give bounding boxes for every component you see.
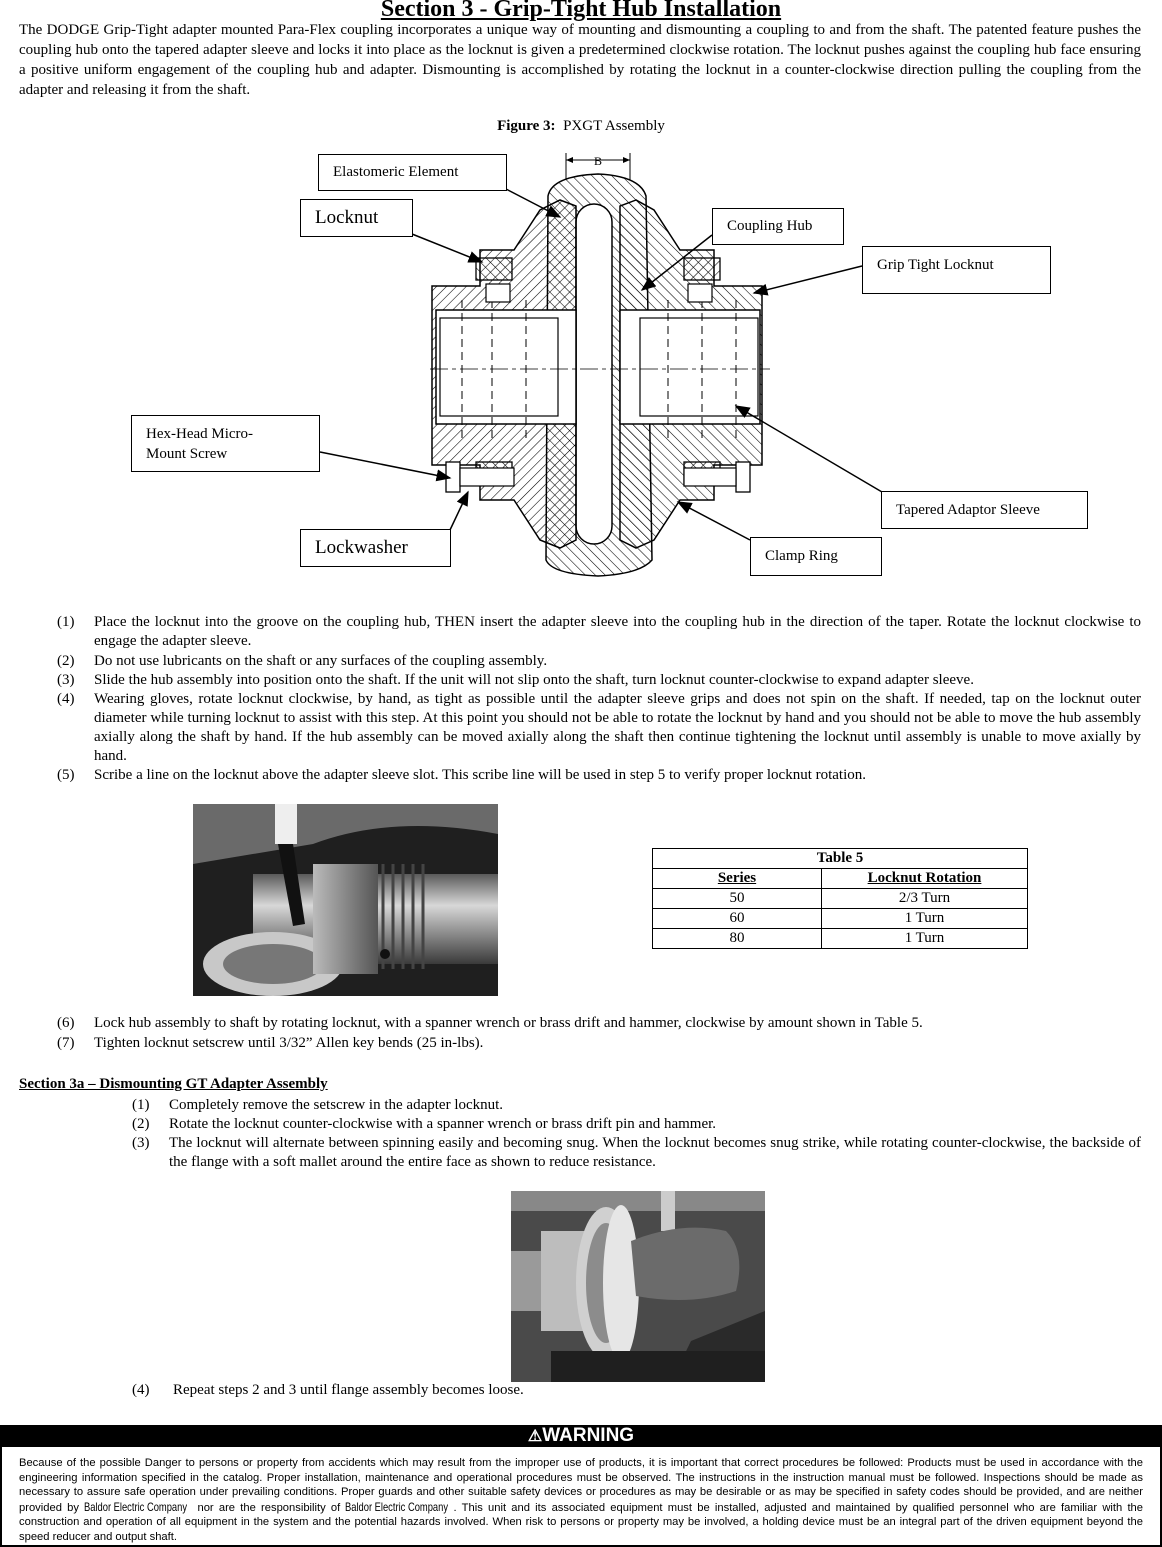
table-title: Table 5 bbox=[652, 848, 1028, 869]
intro-paragraph: The DODGE Grip-Tight adapter mounted Par… bbox=[19, 22, 1141, 98]
warning-text: Because of the possible Danger to person… bbox=[19, 1457, 1144, 1543]
dimension-b: B bbox=[565, 153, 631, 180]
step-7: (7) Tighten locknut setscrew until 3/32”… bbox=[57, 1035, 484, 1051]
step-5: (5) Scribe a line on the locknut above t… bbox=[57, 767, 867, 783]
dismount-step-3: (3) The locknut will alternate between s… bbox=[132, 1135, 1141, 1170]
callout-hex-head-line1: Hex-Head Micro- bbox=[146, 426, 254, 442]
dimension-b-label: B bbox=[594, 154, 602, 168]
warning-heading: WARNING bbox=[542, 1425, 635, 1446]
dismount-step-4: (4) Repeat steps 2 and 3 until flange as… bbox=[132, 1382, 524, 1398]
mallet-flange-photo bbox=[511, 1191, 765, 1382]
figure-caption: Figure 3: PXGT Assembly bbox=[0, 118, 1162, 135]
table-header-series: Series bbox=[652, 868, 822, 889]
warning-triangle-icon: ⚠ bbox=[527, 1428, 543, 1445]
table-cell: 1 Turn bbox=[821, 928, 1028, 949]
callout-grip-tight-locknut: Grip Tight Locknut bbox=[862, 246, 1051, 294]
callout-coupling-hub: Coupling Hub bbox=[712, 208, 844, 245]
pxgt-assembly-drawing: B bbox=[319, 153, 883, 577]
company-name: Baldor Electric Company bbox=[345, 1499, 449, 1514]
page-title: Section 3 - Grip-Tight Hub Installation bbox=[380, 0, 782, 22]
callout-lockwasher: Lockwasher bbox=[300, 529, 451, 567]
callout-tapered-adaptor-sleeve: Tapered Adaptor Sleeve bbox=[881, 491, 1088, 529]
table-5: Table 5 Series Locknut Rotation 50 2/3 T… bbox=[652, 848, 1028, 949]
table-cell: 80 bbox=[652, 928, 822, 949]
step-2: (2) Do not use lubricants on the shaft o… bbox=[57, 653, 548, 669]
table-row: 60 1 Turn bbox=[652, 908, 1028, 929]
table-cell: 50 bbox=[652, 888, 822, 909]
table-cell: 2/3 Turn bbox=[821, 888, 1028, 909]
table-cell: 60 bbox=[652, 908, 822, 929]
callout-locknut: Locknut bbox=[300, 199, 413, 237]
locknut-scribe-photo bbox=[193, 804, 498, 996]
warning-banner: ⚠WARNING bbox=[0, 1425, 1162, 1447]
step-3: (3) Slide the hub assembly into position… bbox=[57, 672, 974, 688]
step-1: (1) Place the locknut into the groove on… bbox=[57, 614, 1141, 649]
dismount-step-1: (1) Completely remove the setscrew in th… bbox=[132, 1097, 504, 1113]
callout-hex-head-line2: Mount Screw bbox=[146, 446, 228, 462]
company-name: Baldor Electric Company bbox=[84, 1499, 188, 1514]
table-cell: 1 Turn bbox=[821, 908, 1028, 929]
figure-label: Figure 3: bbox=[497, 118, 556, 134]
figure-title: PXGT Assembly bbox=[563, 118, 665, 134]
step-6: (6) Lock hub assembly to shaft by rotati… bbox=[57, 1015, 923, 1031]
table-header-locknut-rotation: Locknut Rotation bbox=[821, 868, 1028, 889]
step-4: (4) Wearing gloves, rotate locknut clock… bbox=[57, 691, 1141, 764]
warning-box bbox=[0, 1447, 1162, 1547]
callout-clamp-ring: Clamp Ring bbox=[750, 537, 882, 576]
section-3a-heading: Section 3a – Dismounting GT Adapter Asse… bbox=[19, 1076, 328, 1092]
callout-hex-head-micro-mount-screw: Hex-Head Micro- Mount Screw bbox=[131, 415, 320, 472]
table-row: 80 1 Turn bbox=[652, 928, 1028, 949]
table-row: 50 2/3 Turn bbox=[652, 888, 1028, 909]
callout-elastomeric-element: Elastomeric Element bbox=[318, 154, 507, 191]
dismount-step-2: (2) Rotate the locknut counter-clockwise… bbox=[132, 1116, 717, 1132]
